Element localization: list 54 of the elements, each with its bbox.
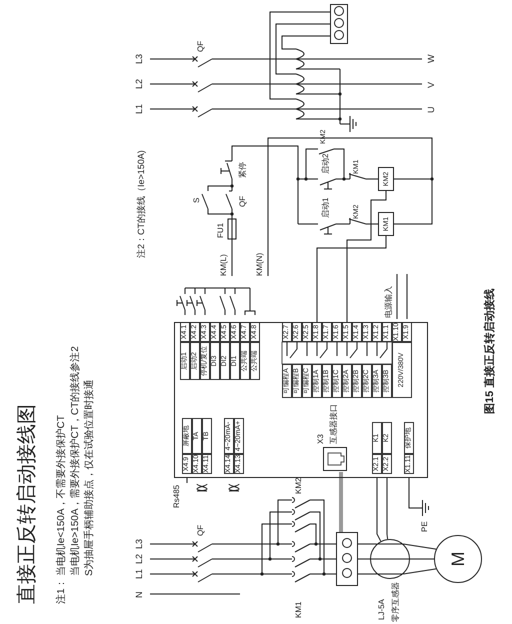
terminal-label: W [426, 54, 436, 63]
line-label: L3 [134, 538, 144, 549]
contactor-label: KM1 [294, 602, 304, 618]
button-label: 启动2 [321, 154, 330, 174]
wire [408, 478, 422, 508]
current-transformer-ring [370, 539, 410, 579]
controller-panel [174, 322, 428, 478]
fuse-label: FU1 [216, 222, 226, 238]
switch-label: S [192, 198, 202, 203]
figure-caption: 图15 直接正反转启动接线 [484, 288, 497, 414]
wire [346, 190, 386, 322]
port-label: Rs485 [172, 484, 182, 508]
line-label: N [134, 592, 144, 598]
line-label: L1 [134, 568, 144, 579]
breaker-label: QF [196, 524, 206, 536]
supply-label: KM(L) [219, 254, 228, 276]
motor-symbol: M [434, 535, 482, 583]
wire [386, 478, 388, 540]
wire [186, 478, 188, 484]
component-label: 互感器接口 [329, 404, 338, 444]
diagram-title: 直接正反转启动接线图 [16, 404, 39, 604]
terminal-block [336, 532, 358, 586]
button-label: 紧停 [238, 162, 248, 178]
supply-label: KM(N) [255, 252, 264, 276]
contactor-label: KM2 [294, 478, 304, 494]
breaker-label: QF [238, 196, 248, 207]
line-label: L2 [134, 554, 144, 564]
component-label: X3 [316, 434, 326, 444]
terminal-label: U [426, 106, 436, 113]
wire [326, 544, 336, 574]
line-label: L3 [134, 54, 144, 64]
sensor-port [323, 447, 347, 471]
sensor-cable [339, 472, 343, 532]
wire [376, 478, 382, 542]
note-text: 当电机Ie<150A，不需要外接保护CT [56, 415, 68, 576]
wire [358, 544, 378, 574]
ground-symbol [422, 500, 430, 516]
note-text: 当电机Ie>150A，需要外接保护CT，CT的接线参注2 [70, 346, 82, 576]
component-label: 零序互感器 [391, 582, 400, 622]
wire [402, 544, 437, 574]
ground-label: PE [420, 521, 430, 532]
component-label: LJ-5A [377, 599, 386, 620]
terminal-block [330, 4, 348, 44]
button-label: 启动1 [321, 198, 330, 218]
supply-label: 电源输入 [384, 286, 394, 318]
line-label: L2 [134, 78, 144, 89]
note-label: 注1： [56, 578, 68, 604]
wire [316, 236, 386, 322]
breaker-label: QF [196, 40, 206, 52]
note-text: 注2：CT的接线（Ie>150A) [136, 150, 146, 258]
note-text: S为抽屉手柄辅助接点，仅在试验位置时接通 [84, 379, 96, 576]
wire [394, 178, 432, 224]
line-label: L1 [134, 104, 144, 114]
terminal-label: V [426, 82, 436, 88]
